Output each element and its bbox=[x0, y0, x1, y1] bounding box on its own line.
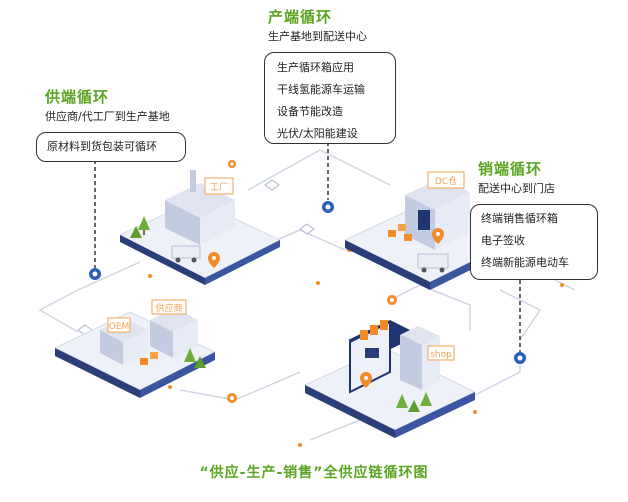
sales-item: 终端新能源电动车 bbox=[481, 256, 569, 269]
sales-subtitle: 配送中心到门店 bbox=[478, 182, 555, 195]
supply-title: 供端循环 bbox=[45, 88, 110, 106]
supplier-sign: 供应商 bbox=[155, 302, 182, 314]
sales-box: 终端销售循环箱 电子签收 终端新能源电动车 bbox=[470, 204, 598, 280]
shop-scene bbox=[303, 320, 477, 438]
production-item: 光伏/太阳能建设 bbox=[277, 127, 358, 140]
leader-lines bbox=[94, 142, 521, 352]
supply-item: 原材料到货包装可循环 bbox=[47, 140, 157, 153]
dc-sign: DC仓 bbox=[435, 175, 457, 187]
production-box: 生产循环箱应用 干线氢能源车运输 设备节能改造 光伏/太阳能建设 bbox=[264, 52, 396, 144]
supplier-scene bbox=[53, 299, 217, 398]
oem-sign: OEM bbox=[109, 322, 130, 332]
factory-sign: 工厂 bbox=[210, 182, 228, 193]
supply-box: 原材料到货包装可循环 bbox=[36, 132, 186, 162]
supply-subtitle: 供应商/代工厂到生产基地 bbox=[45, 110, 170, 123]
production-subtitle: 生产基地到配送中心 bbox=[268, 30, 367, 43]
production-item: 生产循环箱应用 bbox=[277, 61, 354, 74]
production-item: 干线氢能源车运输 bbox=[277, 83, 365, 96]
sales-item: 终端销售循环箱 bbox=[481, 212, 558, 225]
gear-icon bbox=[89, 201, 526, 364]
production-title: 产端循环 bbox=[268, 8, 333, 26]
dc-warehouse-scene bbox=[343, 171, 507, 290]
sales-title: 销端循环 bbox=[478, 160, 543, 178]
diagram-caption: “供应-生产-销售”全供应链循环图 bbox=[199, 465, 429, 481]
factory-scene bbox=[118, 170, 282, 285]
shop-sign: shop bbox=[430, 350, 452, 360]
orange-dots bbox=[148, 274, 564, 447]
production-item: 设备节能改造 bbox=[277, 105, 343, 118]
sales-item: 电子签收 bbox=[481, 234, 525, 247]
